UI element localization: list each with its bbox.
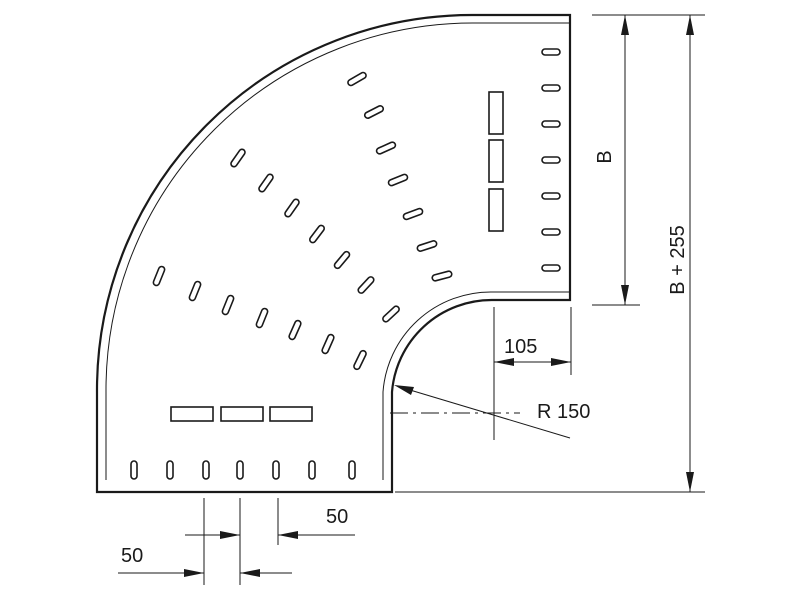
outer-rim-line (105, 22, 570, 480)
rect-slot (488, 188, 504, 232)
dim-b-label: B (594, 150, 616, 163)
edge-slot (541, 84, 561, 92)
dim-radius-label: R 150 (537, 401, 590, 423)
curve-slot (221, 294, 235, 316)
rect-slot (220, 406, 264, 422)
curve-slot (258, 173, 274, 193)
edge-slot (541, 264, 561, 272)
curve-slot (308, 224, 326, 244)
dim-50-lower-label: 50 (121, 545, 143, 567)
edge-slot (348, 460, 356, 480)
dimension-radius: R 150 (390, 385, 590, 439)
tray-slots (130, 48, 561, 480)
curve-slot (363, 105, 385, 119)
curve-slot (152, 265, 166, 287)
edge-slot (541, 120, 561, 128)
edge-slot (130, 460, 138, 480)
edge-slot (166, 460, 174, 480)
tray-outline (95, 13, 572, 494)
curve-slot (353, 349, 367, 371)
curve-slot (347, 71, 367, 87)
curve-slot (230, 148, 246, 168)
edge-slot (272, 460, 280, 480)
edge-slot (202, 460, 210, 480)
curve-slot (288, 319, 302, 341)
curve-slot (416, 240, 438, 252)
edge-slot (541, 48, 561, 56)
edge-slot (541, 192, 561, 200)
curve-slot (284, 198, 300, 218)
rect-slot (170, 406, 214, 422)
curve-slot (382, 305, 400, 323)
curve-slot (402, 207, 424, 221)
rect-slot (488, 91, 504, 135)
curve-slot (431, 270, 453, 282)
curve-slot (357, 276, 375, 294)
curve-slot (255, 307, 269, 329)
rect-slot (488, 139, 504, 183)
curve-slot (387, 173, 409, 187)
dimension-b: B (592, 14, 640, 306)
edge-slot (308, 460, 316, 480)
curve-slot (333, 250, 351, 270)
curve-slot (375, 141, 397, 155)
dim-105-label: 105 (504, 336, 537, 358)
inner-rim-line (382, 291, 570, 480)
edge-slot (541, 156, 561, 164)
dimension-b-plus-255: B + 255 (395, 14, 705, 493)
outer-edge (95, 13, 572, 494)
curve-slot (188, 280, 202, 302)
curve-slot (321, 333, 335, 355)
edge-slot (236, 460, 244, 480)
dim-50-upper-label: 50 (326, 506, 348, 528)
edge-slot (541, 228, 561, 236)
dim-b-plus-255-label: B + 255 (667, 225, 689, 295)
rect-slot (269, 406, 313, 422)
dimension-50-slot-spacing: 50 50 (118, 498, 355, 585)
dimension-105: 105 (493, 307, 572, 440)
